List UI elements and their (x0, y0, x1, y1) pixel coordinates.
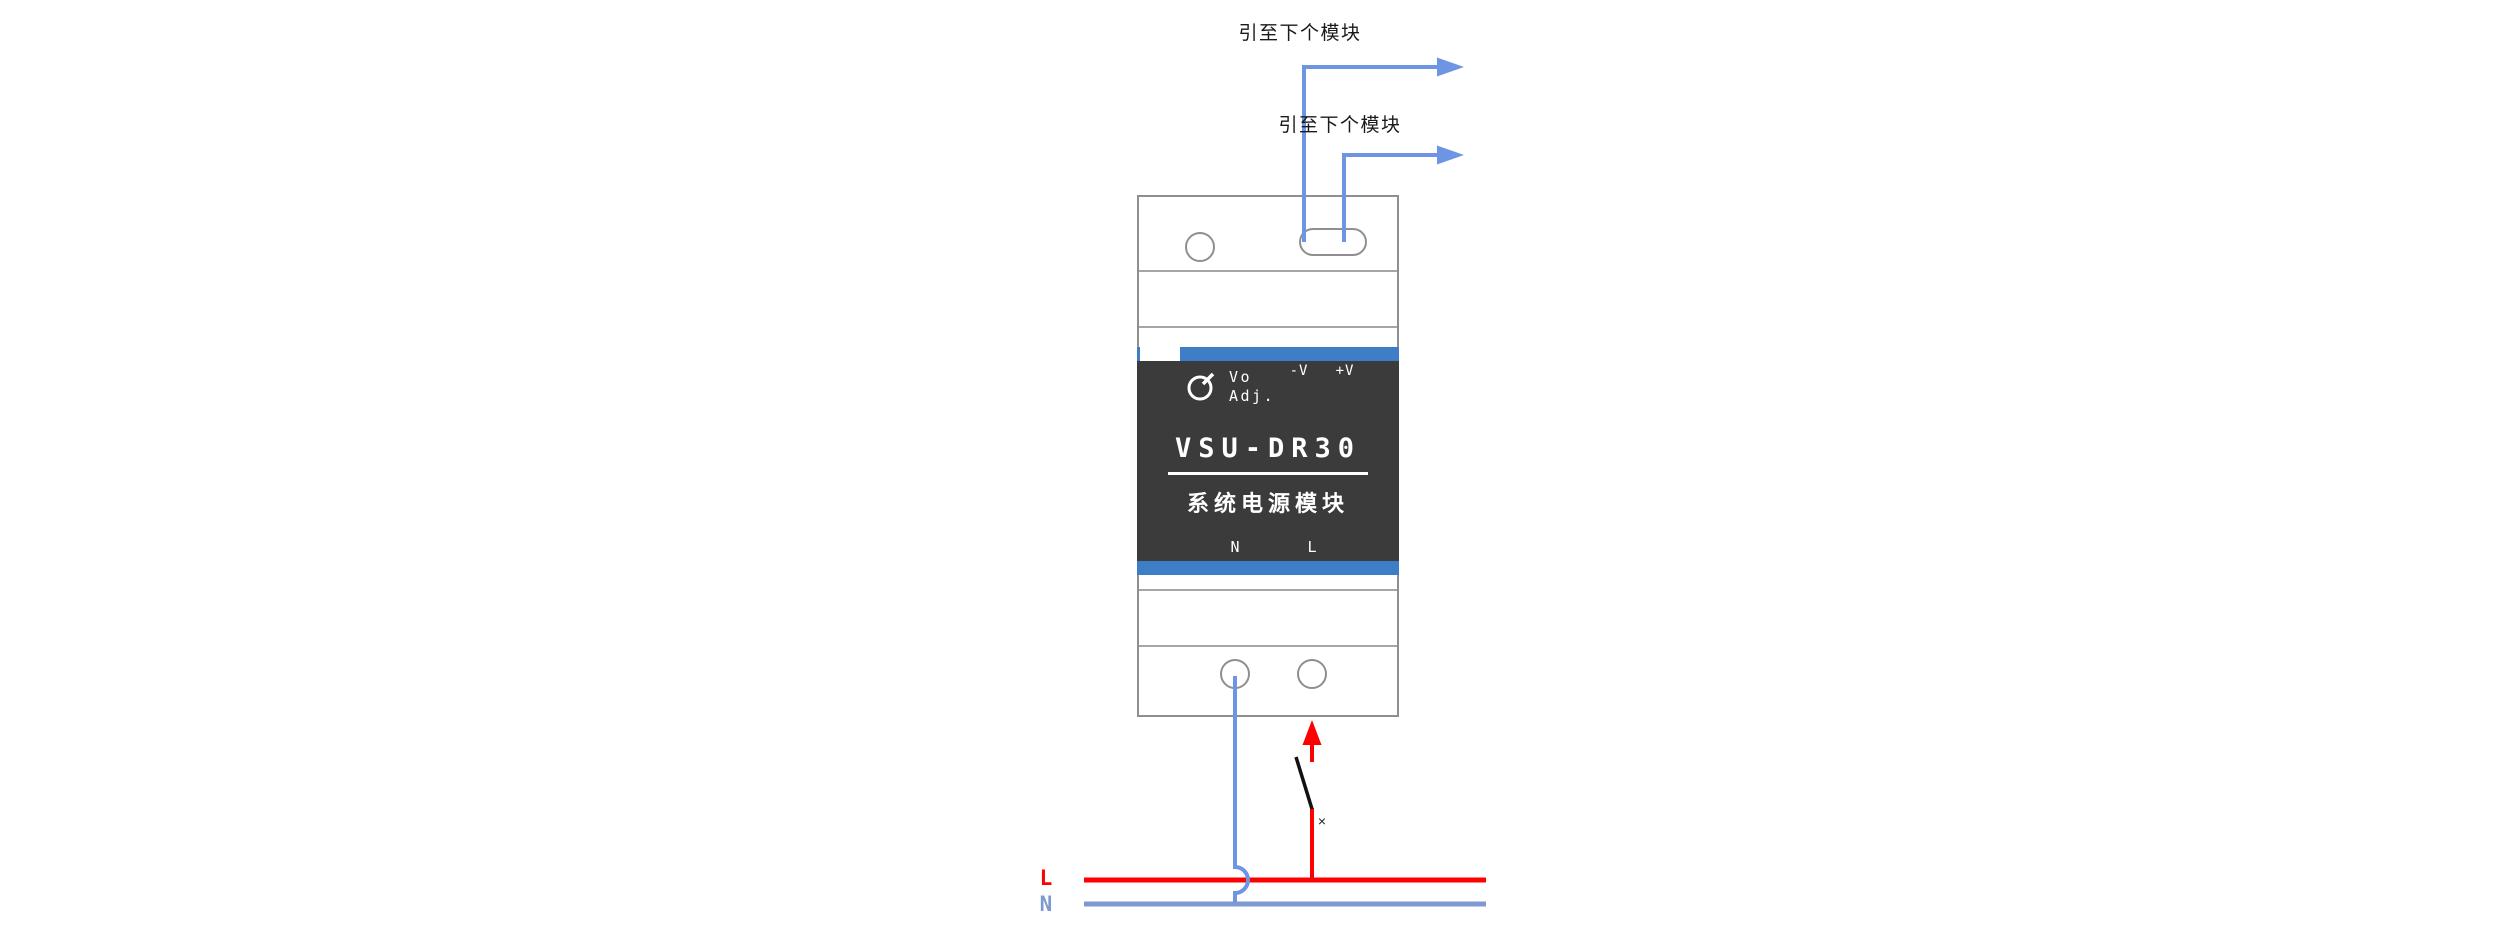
mounting-hole (1185, 232, 1215, 262)
module-blue-stripe-bottom (1137, 561, 1399, 575)
output-terminal-neg-label: -V (1289, 363, 1309, 379)
arrowhead-live (1302, 720, 1322, 745)
module-divider-line-1 (1137, 270, 1399, 272)
switch-blade (1294, 756, 1314, 810)
input-terminal-n-label: N (1230, 538, 1240, 556)
module-front-panel: Vo Adj. -V +V VSU-DR30 系统电源模块 N L (1137, 361, 1399, 561)
to-next-module-label-top: 引至下个模块 (1238, 23, 1362, 44)
bus-n-label: N (1039, 892, 1053, 916)
input-terminal-l-label: L (1307, 538, 1317, 556)
power-supply-module: Vo Adj. -V +V VSU-DR30 系统电源模块 N L (1137, 195, 1399, 717)
module-blue-stripe-top (1137, 347, 1399, 361)
vo-adjust-label-line2: Adj. (1229, 387, 1276, 405)
vo-adjust-knob-icon (1187, 372, 1215, 401)
to-next-module-label-bottom: 引至下个模块 (1278, 115, 1402, 136)
top-wire-slot (1299, 228, 1367, 256)
arrowhead-output-2 (1437, 145, 1464, 165)
model-underline (1168, 472, 1368, 475)
module-divider-line-2 (1137, 326, 1399, 328)
vo-adjust-label-line1: Vo (1229, 368, 1253, 386)
module-divider-line-4 (1137, 645, 1399, 647)
vo-adjust-label: Vo Adj. (1229, 368, 1275, 406)
switch-contact-mark: × (1318, 813, 1326, 829)
bus-l-label: L (1039, 866, 1053, 890)
arrowhead-output-1 (1437, 57, 1464, 77)
output-terminal-pos-label: +V (1335, 363, 1355, 379)
module-divider-line-3 (1137, 589, 1399, 591)
input-terminal-n (1220, 659, 1250, 689)
input-terminal-l (1297, 659, 1327, 689)
stripe-notch (1140, 347, 1180, 361)
module-model-name: VSU-DR30 (1174, 433, 1362, 464)
module-product-name: 系统电源模块 (1186, 491, 1349, 516)
